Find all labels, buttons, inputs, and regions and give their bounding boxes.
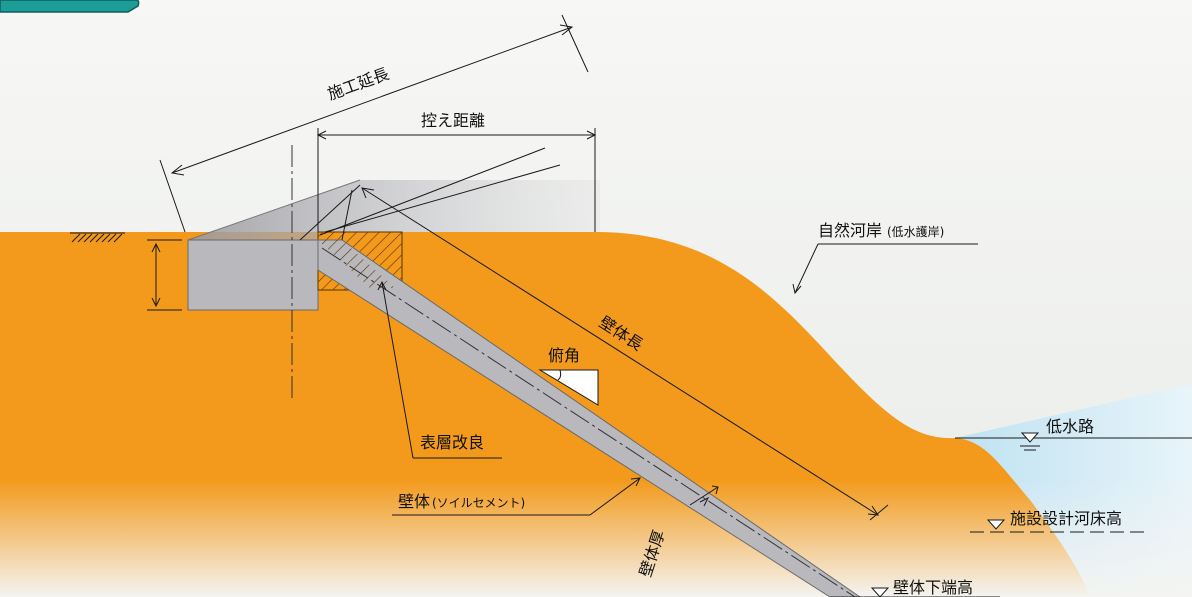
- surface-improvement-leader: [377, 280, 502, 459]
- wall-thickness-dimension: [689, 485, 719, 507]
- header-tab: [0, 0, 140, 13]
- anchor-block: [187, 239, 319, 311]
- label-low-water-channel: 低水路: [1046, 417, 1094, 436]
- label-surface-improvement: 表層改良: [420, 433, 484, 452]
- label-anchor-distance: 控え距離: [421, 111, 485, 130]
- label-natural-bank: 自然河岸: [818, 221, 882, 240]
- low-water-level: [955, 432, 1192, 451]
- ground-hatch-marks: [70, 232, 125, 243]
- label-inclination-angle: 俯角: [548, 346, 580, 365]
- construction-length-dimension: [159, 14, 589, 233]
- wall-body-leader: [392, 477, 641, 516]
- label-design-riverbed-height: 施設設計河床高: [1010, 509, 1122, 528]
- block-height-dimension: [147, 239, 182, 311]
- wall-bottom-level: [830, 587, 1000, 597]
- anchor-distance-dimension: [316, 128, 597, 232]
- natural-bank-leader: [792, 243, 978, 295]
- bottom-fade: [0, 480, 1192, 597]
- label-natural-bank-note: (低水護岸): [887, 224, 944, 239]
- angle-triangle: [538, 369, 599, 406]
- design-riverbed-level: [970, 519, 1150, 533]
- label-wall-bottom-height: 壁体下端高: [893, 578, 973, 597]
- label-wall-body: 壁体: [398, 492, 430, 511]
- wall-centerline: [321, 247, 856, 597]
- wall-length-dimension: [361, 187, 889, 521]
- top-slab: [188, 180, 600, 240]
- label-wall-body-note: (ソイルセメント): [432, 496, 525, 510]
